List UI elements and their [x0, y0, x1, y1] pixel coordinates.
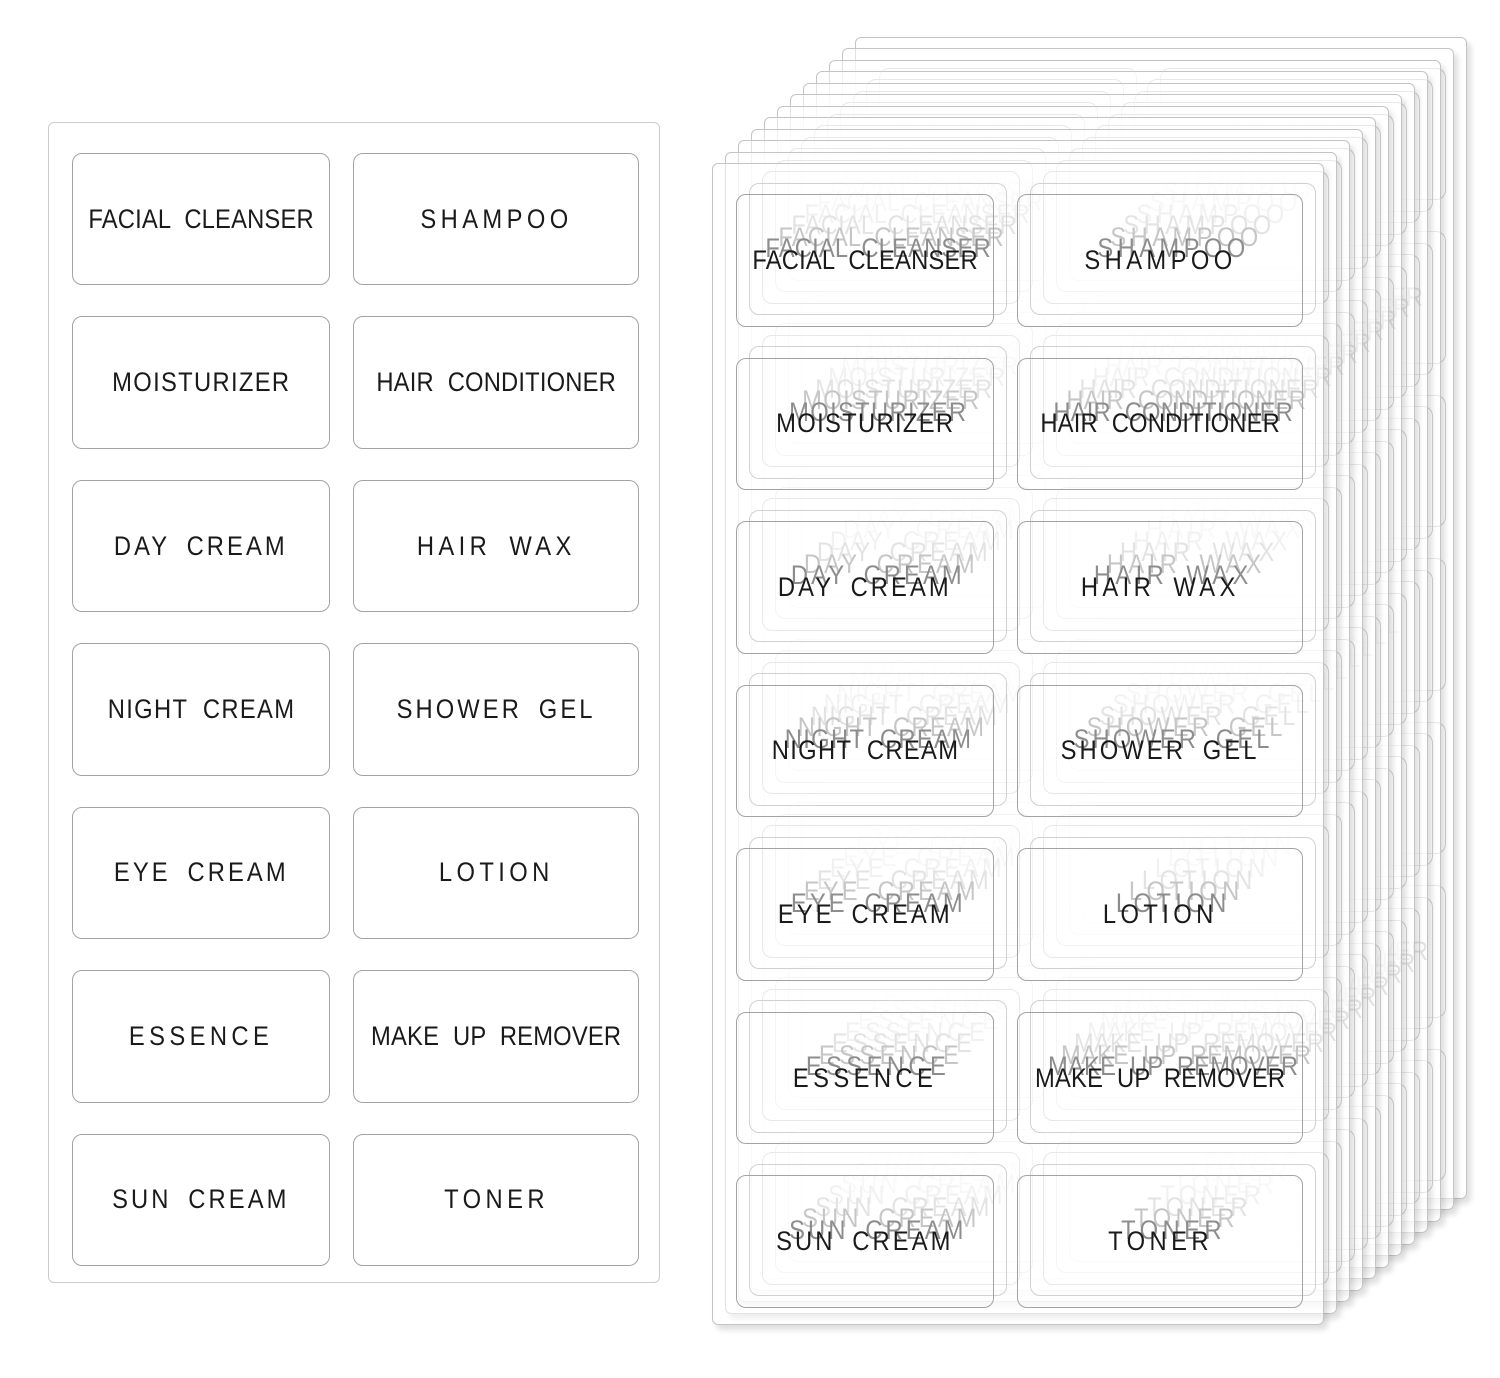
label-text: EYE CREAM	[777, 899, 953, 930]
label-text: EYE CREAM	[113, 857, 289, 888]
label-sticker: ESSENCE	[72, 970, 331, 1103]
label-sticker: EYE CREAM	[72, 806, 331, 940]
label-text: SUN CREAM	[776, 1226, 954, 1257]
label-sheet-single: FACIAL CLEANSER SHAMPOO MOISTURIZER HAIR…	[48, 122, 660, 1283]
label-text: SHOWER GEL	[396, 693, 596, 724]
label-sticker: HAIR WAX	[1017, 521, 1304, 654]
label-text: HAIR WAX	[416, 530, 576, 561]
label-text: MOISTURIZER	[111, 367, 291, 398]
label-sticker: MAKE UP REMOVER	[1017, 1011, 1304, 1145]
label-text: SHAMPOO	[420, 203, 573, 234]
label-grid: FACIAL CLEANSER SHAMPOO MOISTURIZER HAIR…	[72, 153, 640, 1266]
label-text: MAKE UP REMOVER	[1035, 1062, 1286, 1093]
label-text: HAIR WAX	[1080, 571, 1240, 602]
label-text: SHOWER GEL	[1060, 735, 1260, 766]
label-sticker: SUN CREAM	[72, 1133, 331, 1266]
label-text: ESSENCE	[792, 1062, 938, 1093]
label-sticker: MAKE UP REMOVER	[353, 970, 640, 1103]
label-sticker: EYE CREAM	[736, 848, 995, 981]
label-sticker: NIGHT CREAM	[72, 643, 331, 776]
label-text: SUN CREAM	[112, 1184, 290, 1215]
label-sticker: LOTION	[353, 806, 640, 940]
label-sheet-stack-front: FACIAL CLEANSER SHAMPOO MOISTURIZER HAIR…	[712, 163, 1324, 1325]
label-text: DAY CREAM	[778, 571, 953, 602]
label-text: ESSENCE	[128, 1020, 274, 1051]
label-sticker: SHAMPOO	[1017, 194, 1304, 327]
label-sticker: TONER	[1017, 1175, 1304, 1308]
label-text: MAKE UP REMOVER	[371, 1020, 622, 1051]
label-text: HAIR CONDITIONER	[1040, 408, 1281, 439]
label-sticker: NIGHT CREAM	[736, 684, 995, 818]
label-text: NIGHT CREAM	[107, 693, 295, 724]
label-text: LOTION	[438, 857, 554, 888]
label-sticker: SHOWER GEL	[1017, 684, 1304, 818]
label-sticker: DAY CREAM	[72, 479, 331, 613]
label-sticker: MOISTURIZER	[72, 316, 331, 449]
label-text: HAIR CONDITIONER	[376, 367, 617, 398]
label-sticker: TONER	[353, 1133, 640, 1266]
label-grid: FACIAL CLEANSER SHAMPOO MOISTURIZER HAIR…	[736, 194, 1304, 1308]
label-text: DAY CREAM	[114, 530, 289, 561]
label-text: MOISTURIZER	[775, 408, 955, 439]
label-text: SHAMPOO	[1084, 244, 1237, 275]
label-text: TONER	[443, 1184, 549, 1215]
label-sticker: SUN CREAM	[736, 1175, 995, 1308]
label-sticker: SHOWER GEL	[353, 643, 640, 776]
label-text: TONER	[1107, 1226, 1213, 1257]
label-sticker: HAIR CONDITIONER	[1017, 357, 1304, 491]
label-text: LOTION	[1102, 899, 1218, 930]
label-sticker: HAIR WAX	[353, 479, 640, 613]
label-sticker: SHAMPOO	[353, 153, 640, 286]
label-text: NIGHT CREAM	[771, 735, 959, 766]
label-sticker: FACIAL CLEANSER	[72, 153, 331, 286]
label-sticker: HAIR CONDITIONER	[353, 316, 640, 449]
label-text: FACIAL CLEANSER	[752, 244, 978, 275]
label-sticker: DAY CREAM	[736, 521, 995, 654]
label-sticker: ESSENCE	[736, 1011, 995, 1145]
label-sticker: FACIAL CLEANSER	[736, 194, 995, 327]
label-sticker: MOISTURIZER	[736, 357, 995, 491]
label-text: FACIAL CLEANSER	[88, 203, 314, 234]
label-sticker: LOTION	[1017, 848, 1304, 981]
